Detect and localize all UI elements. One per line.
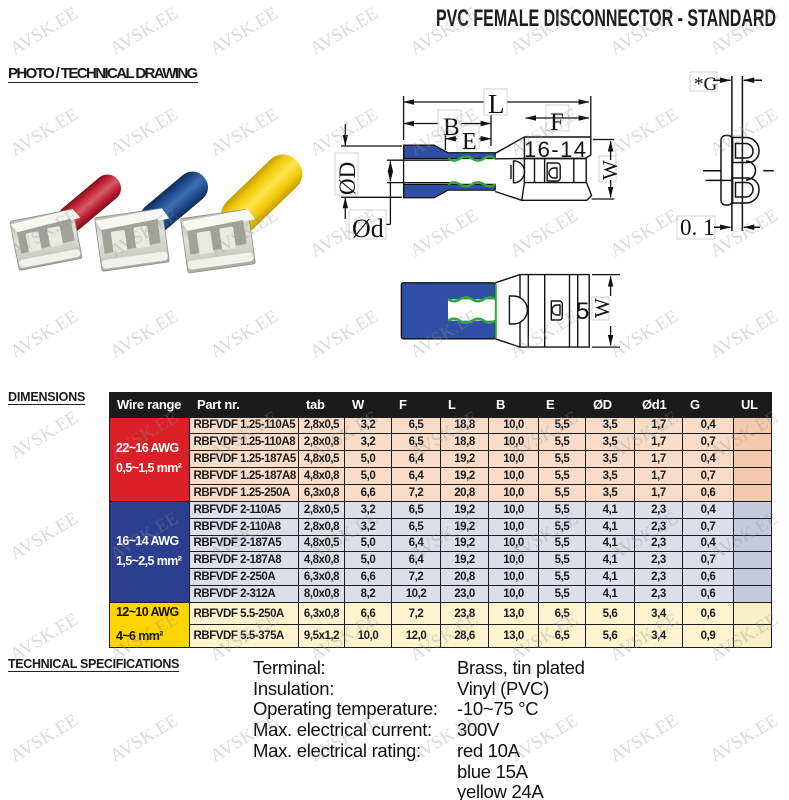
svg-text:E: E [462, 129, 477, 155]
svg-text:F: F [550, 109, 564, 136]
svg-text:W: W [598, 160, 622, 180]
svg-text:W: W [590, 298, 614, 318]
svg-text:*G: *G [694, 74, 718, 95]
svg-text:5: 5 [576, 298, 589, 325]
svg-text:B: B [443, 114, 460, 141]
svg-text:ØD: ØD [335, 162, 360, 195]
svg-text:0. 1: 0. 1 [680, 215, 715, 240]
svg-text:L: L [488, 89, 505, 119]
svg-text:Ød: Ød [352, 214, 384, 243]
svg-text:16-14: 16-14 [524, 137, 586, 162]
